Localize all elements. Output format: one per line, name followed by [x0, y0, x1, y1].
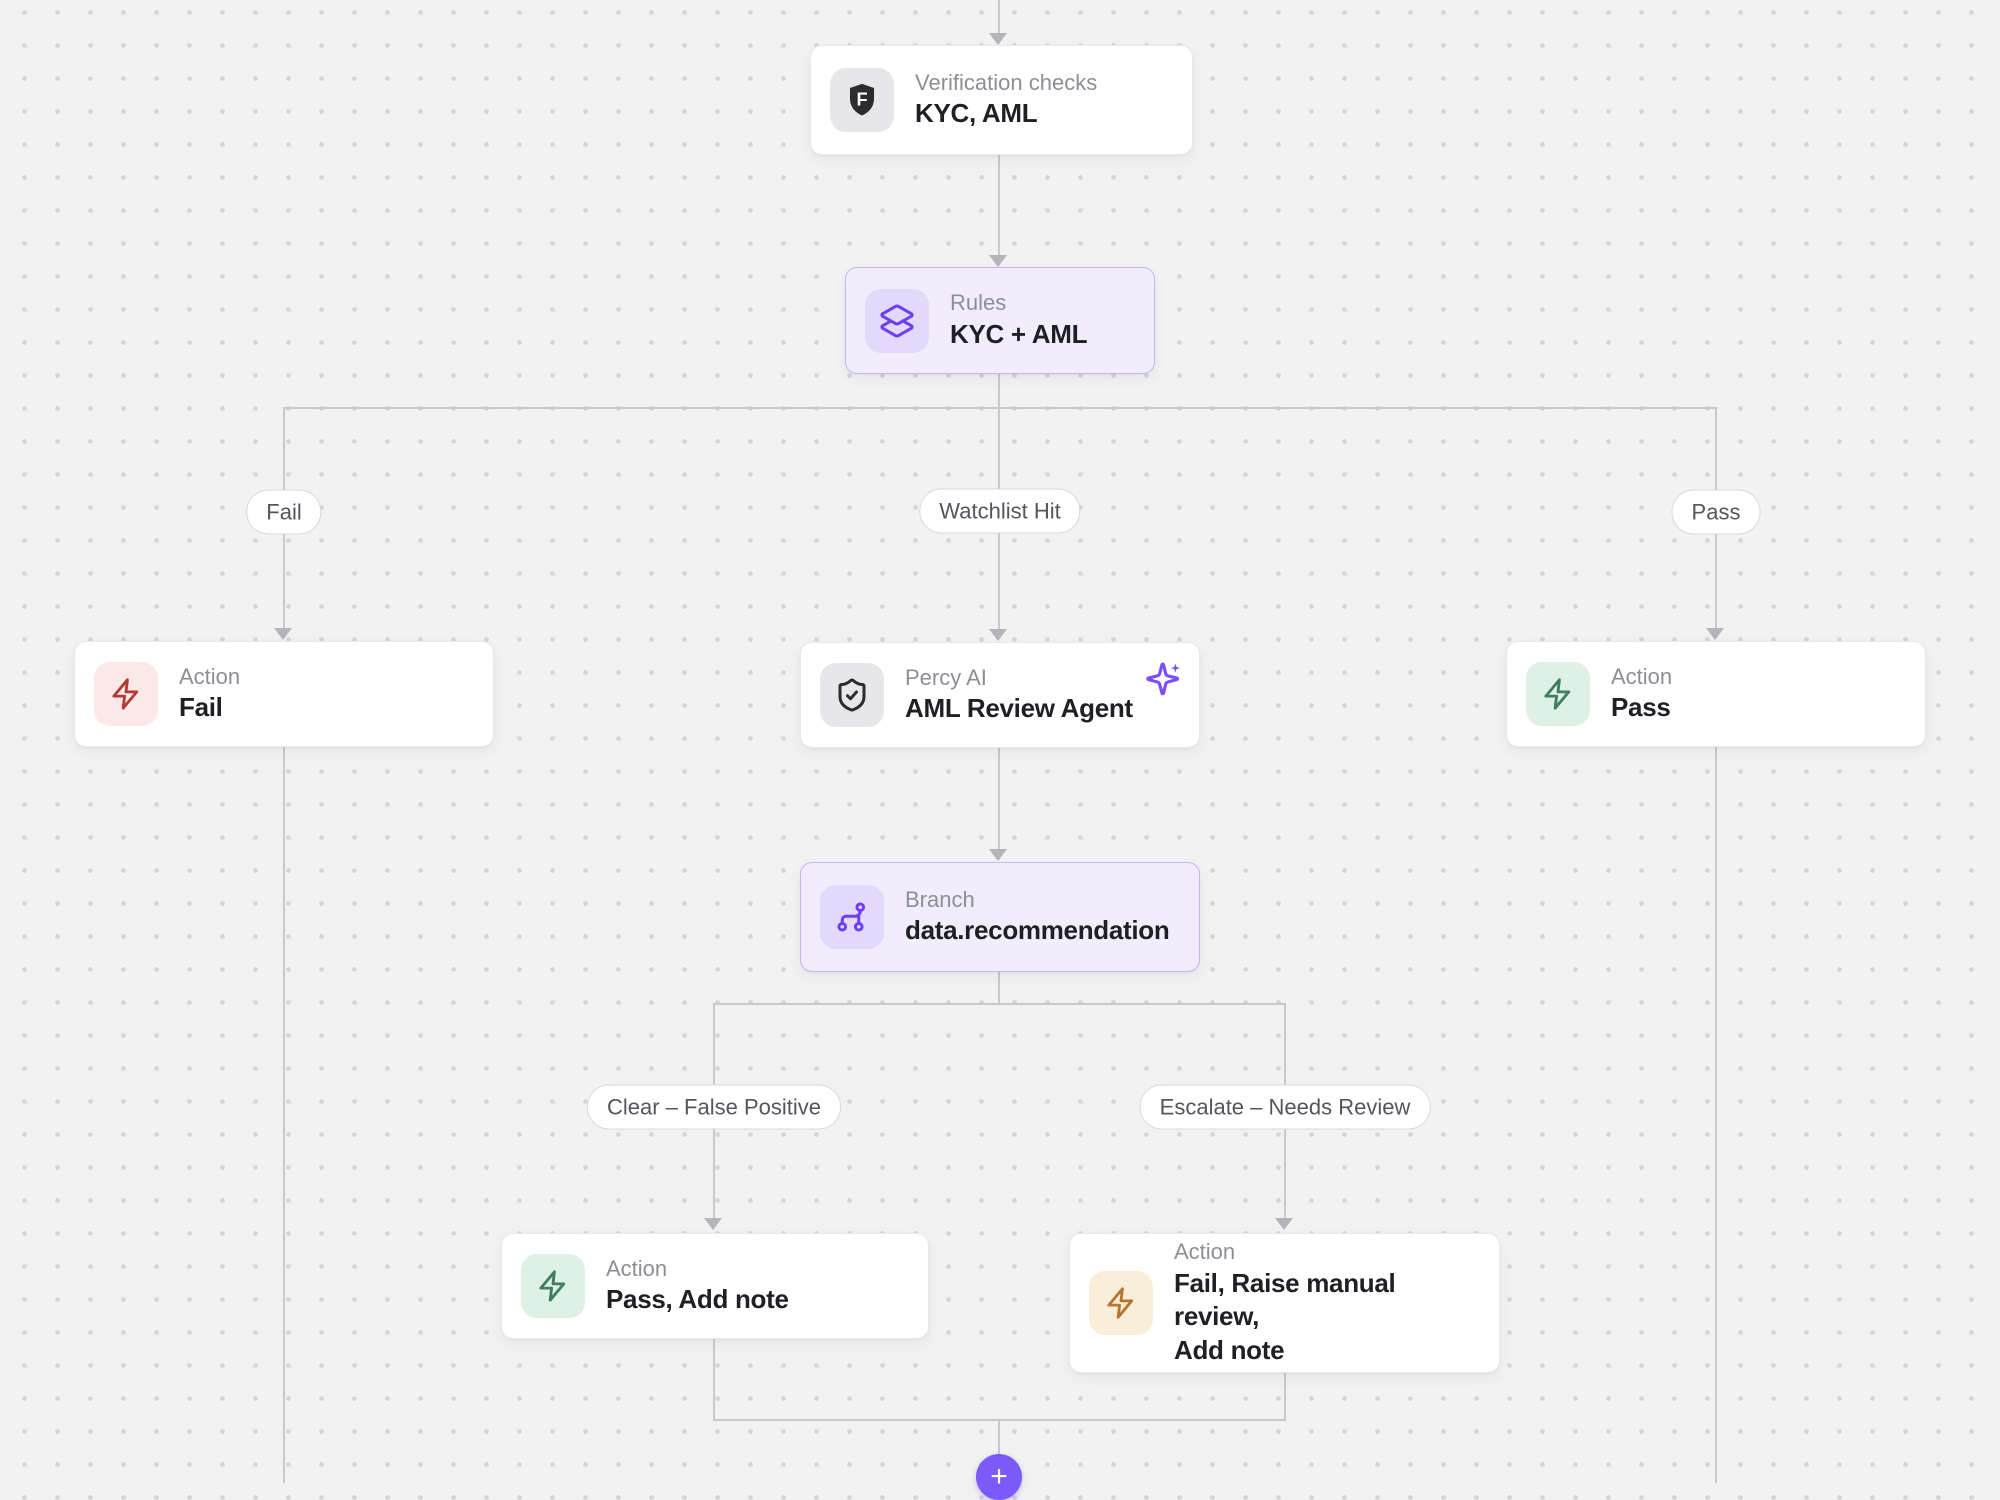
edge-fail-continue — [283, 747, 285, 1483]
edge-verification-to-rules — [998, 155, 1000, 255]
edge-label-watchlist-hit[interactable]: Watchlist Hit — [919, 488, 1081, 534]
edge-branch-stub — [998, 972, 1000, 1004]
zap-icon — [1526, 662, 1590, 726]
shield-check-icon — [820, 663, 884, 727]
node-type-label: Percy AI — [905, 664, 987, 690]
edge-percy-to-branch — [998, 748, 1000, 849]
node-type-label: Action — [1611, 663, 1673, 689]
arrowhead — [989, 255, 1007, 267]
arrowhead — [989, 849, 1007, 861]
arrowhead — [274, 628, 292, 640]
edge-merge-bar — [713, 1419, 1286, 1421]
node-action-pass-add-note[interactable]: Action Pass, Add note — [501, 1233, 929, 1339]
node-value: Pass — [1611, 692, 1671, 723]
edge-rules-stub — [998, 374, 1000, 408]
edge-clear-merge — [713, 1339, 715, 1420]
node-value: KYC, AML — [915, 98, 1038, 129]
edge-label-pass[interactable]: Pass — [1671, 489, 1761, 535]
edge-rules-split — [283, 407, 1717, 409]
node-percy-ai-aml-review-agent[interactable]: Percy AI AML Review Agent — [800, 642, 1200, 748]
node-value: AML Review Agent — [905, 693, 1133, 724]
arrowhead — [704, 1218, 722, 1230]
node-type-label: Action — [1174, 1239, 1236, 1264]
edge-branch-split — [713, 1003, 1286, 1005]
node-type-label: Action — [606, 1255, 668, 1281]
node-type-label: Branch — [905, 886, 975, 912]
svg-text:F: F — [856, 90, 867, 110]
git-branch-icon — [820, 885, 884, 949]
node-type-label: Rules — [950, 290, 1007, 316]
sparkles-icon — [1145, 660, 1183, 698]
edge-label-fail[interactable]: Fail — [246, 489, 322, 535]
edge-label-clear-false-positive[interactable]: Clear – False Positive — [587, 1084, 841, 1130]
add-node-button[interactable]: + — [976, 1454, 1022, 1500]
arrowhead — [989, 33, 1007, 45]
zap-icon — [1089, 1271, 1153, 1335]
node-value: Pass, Add note — [606, 1284, 789, 1315]
node-rules[interactable]: Rules KYC + AML — [845, 267, 1155, 374]
node-action-pass[interactable]: Action Pass — [1506, 641, 1926, 747]
edge-label-escalate-needs-review[interactable]: Escalate – Needs Review — [1139, 1084, 1431, 1130]
zap-icon — [94, 662, 158, 726]
arrowhead — [1706, 628, 1724, 640]
node-verification-checks[interactable]: F Verification checks KYC, AML — [810, 45, 1193, 155]
edge-top-into-verification — [998, 0, 1000, 33]
zap-icon — [521, 1254, 585, 1318]
node-value-line1: Fail, Raise manual review, — [1174, 1267, 1396, 1332]
node-value: data.recommendation — [905, 915, 1170, 946]
node-type-label: Verification checks — [915, 69, 1098, 95]
node-value-line2: Add note — [1174, 1335, 1285, 1366]
edge-pass-continue — [1715, 747, 1717, 1483]
edge-escalate-merge — [1284, 1373, 1286, 1420]
node-type-label: Action — [179, 663, 241, 689]
node-branch-recommendation[interactable]: Branch data.recommendation — [800, 862, 1200, 972]
arrowhead — [1275, 1218, 1293, 1230]
layers-icon — [865, 288, 929, 353]
shield-f-icon: F — [830, 68, 894, 132]
node-value: KYC + AML — [950, 318, 1088, 349]
node-value: Fail — [179, 692, 223, 723]
node-action-fail[interactable]: Action Fail — [74, 641, 494, 747]
node-value: Fail, Raise manual review, Add note — [1174, 1267, 1477, 1368]
arrowhead — [989, 629, 1007, 641]
edge-merge-to-add — [998, 1421, 1000, 1456]
node-action-fail-raise-manual-review[interactable]: Action Fail, Raise manual review, Add no… — [1069, 1233, 1500, 1373]
